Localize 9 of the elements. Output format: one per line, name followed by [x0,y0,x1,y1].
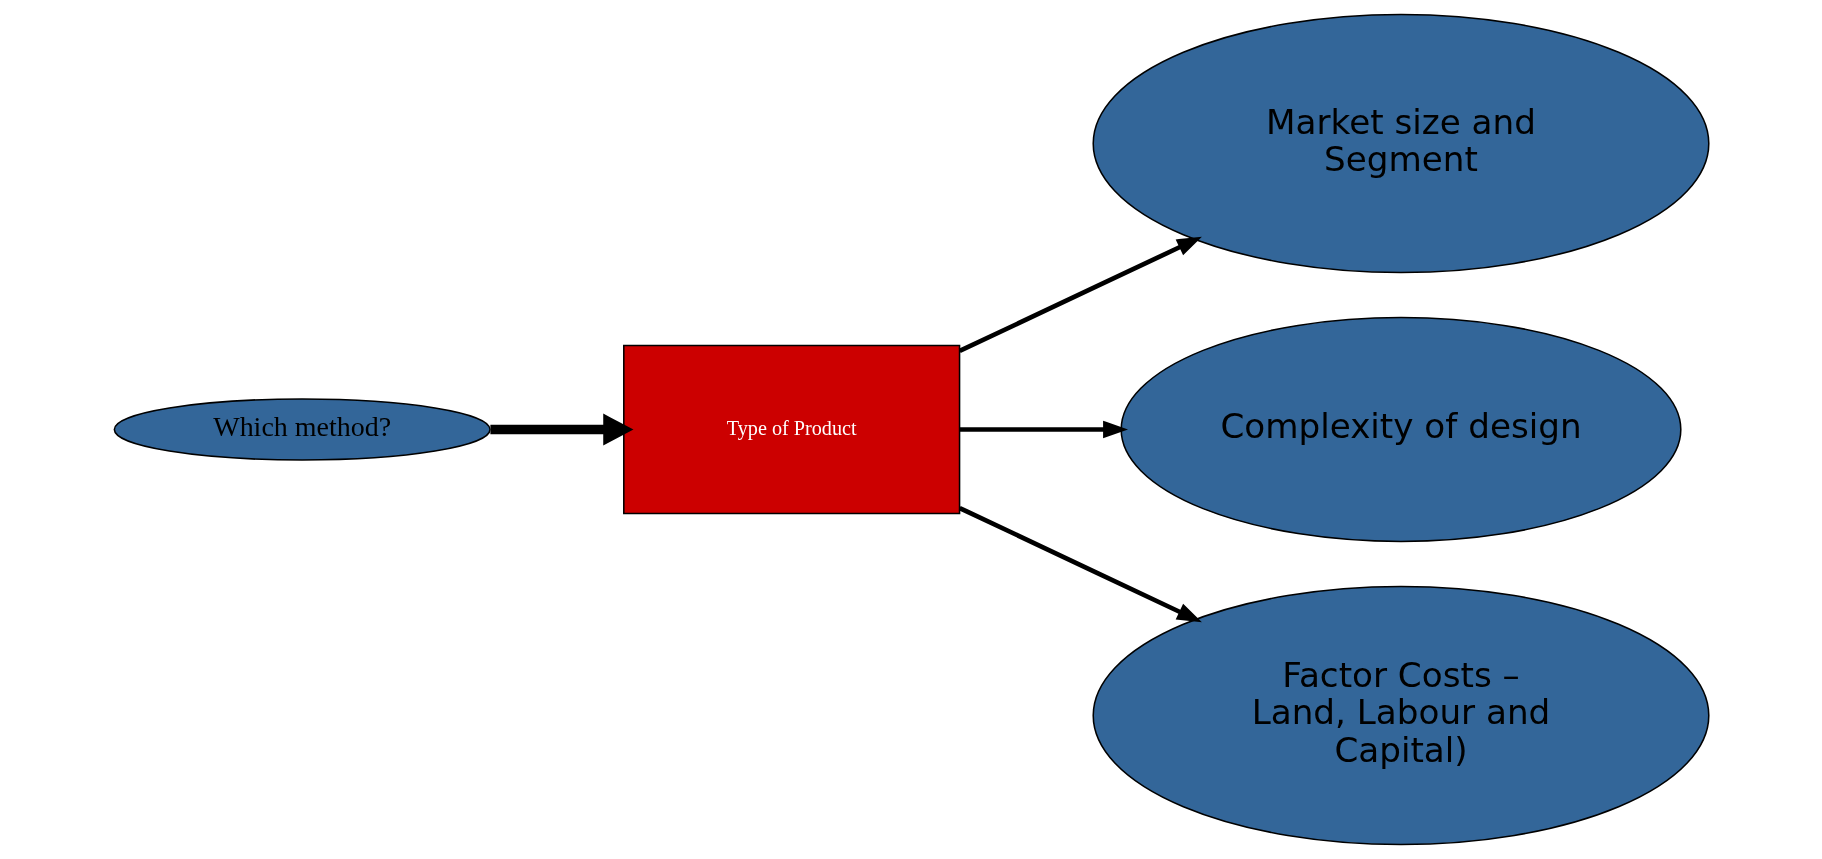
node-ellipse: Factor Costs – Land, Labour and Capital) [1091,585,1710,846]
node-box: Type of Product [622,344,960,515]
node-ellipse: Complexity of design [1119,316,1682,543]
arrow [958,505,1202,623]
arrow [958,236,1202,354]
arrow [959,420,1128,439]
arrow [489,413,633,446]
node-ellipse: Market size and Segment [1091,13,1710,274]
node-ellipse: Which method? [113,398,491,461]
